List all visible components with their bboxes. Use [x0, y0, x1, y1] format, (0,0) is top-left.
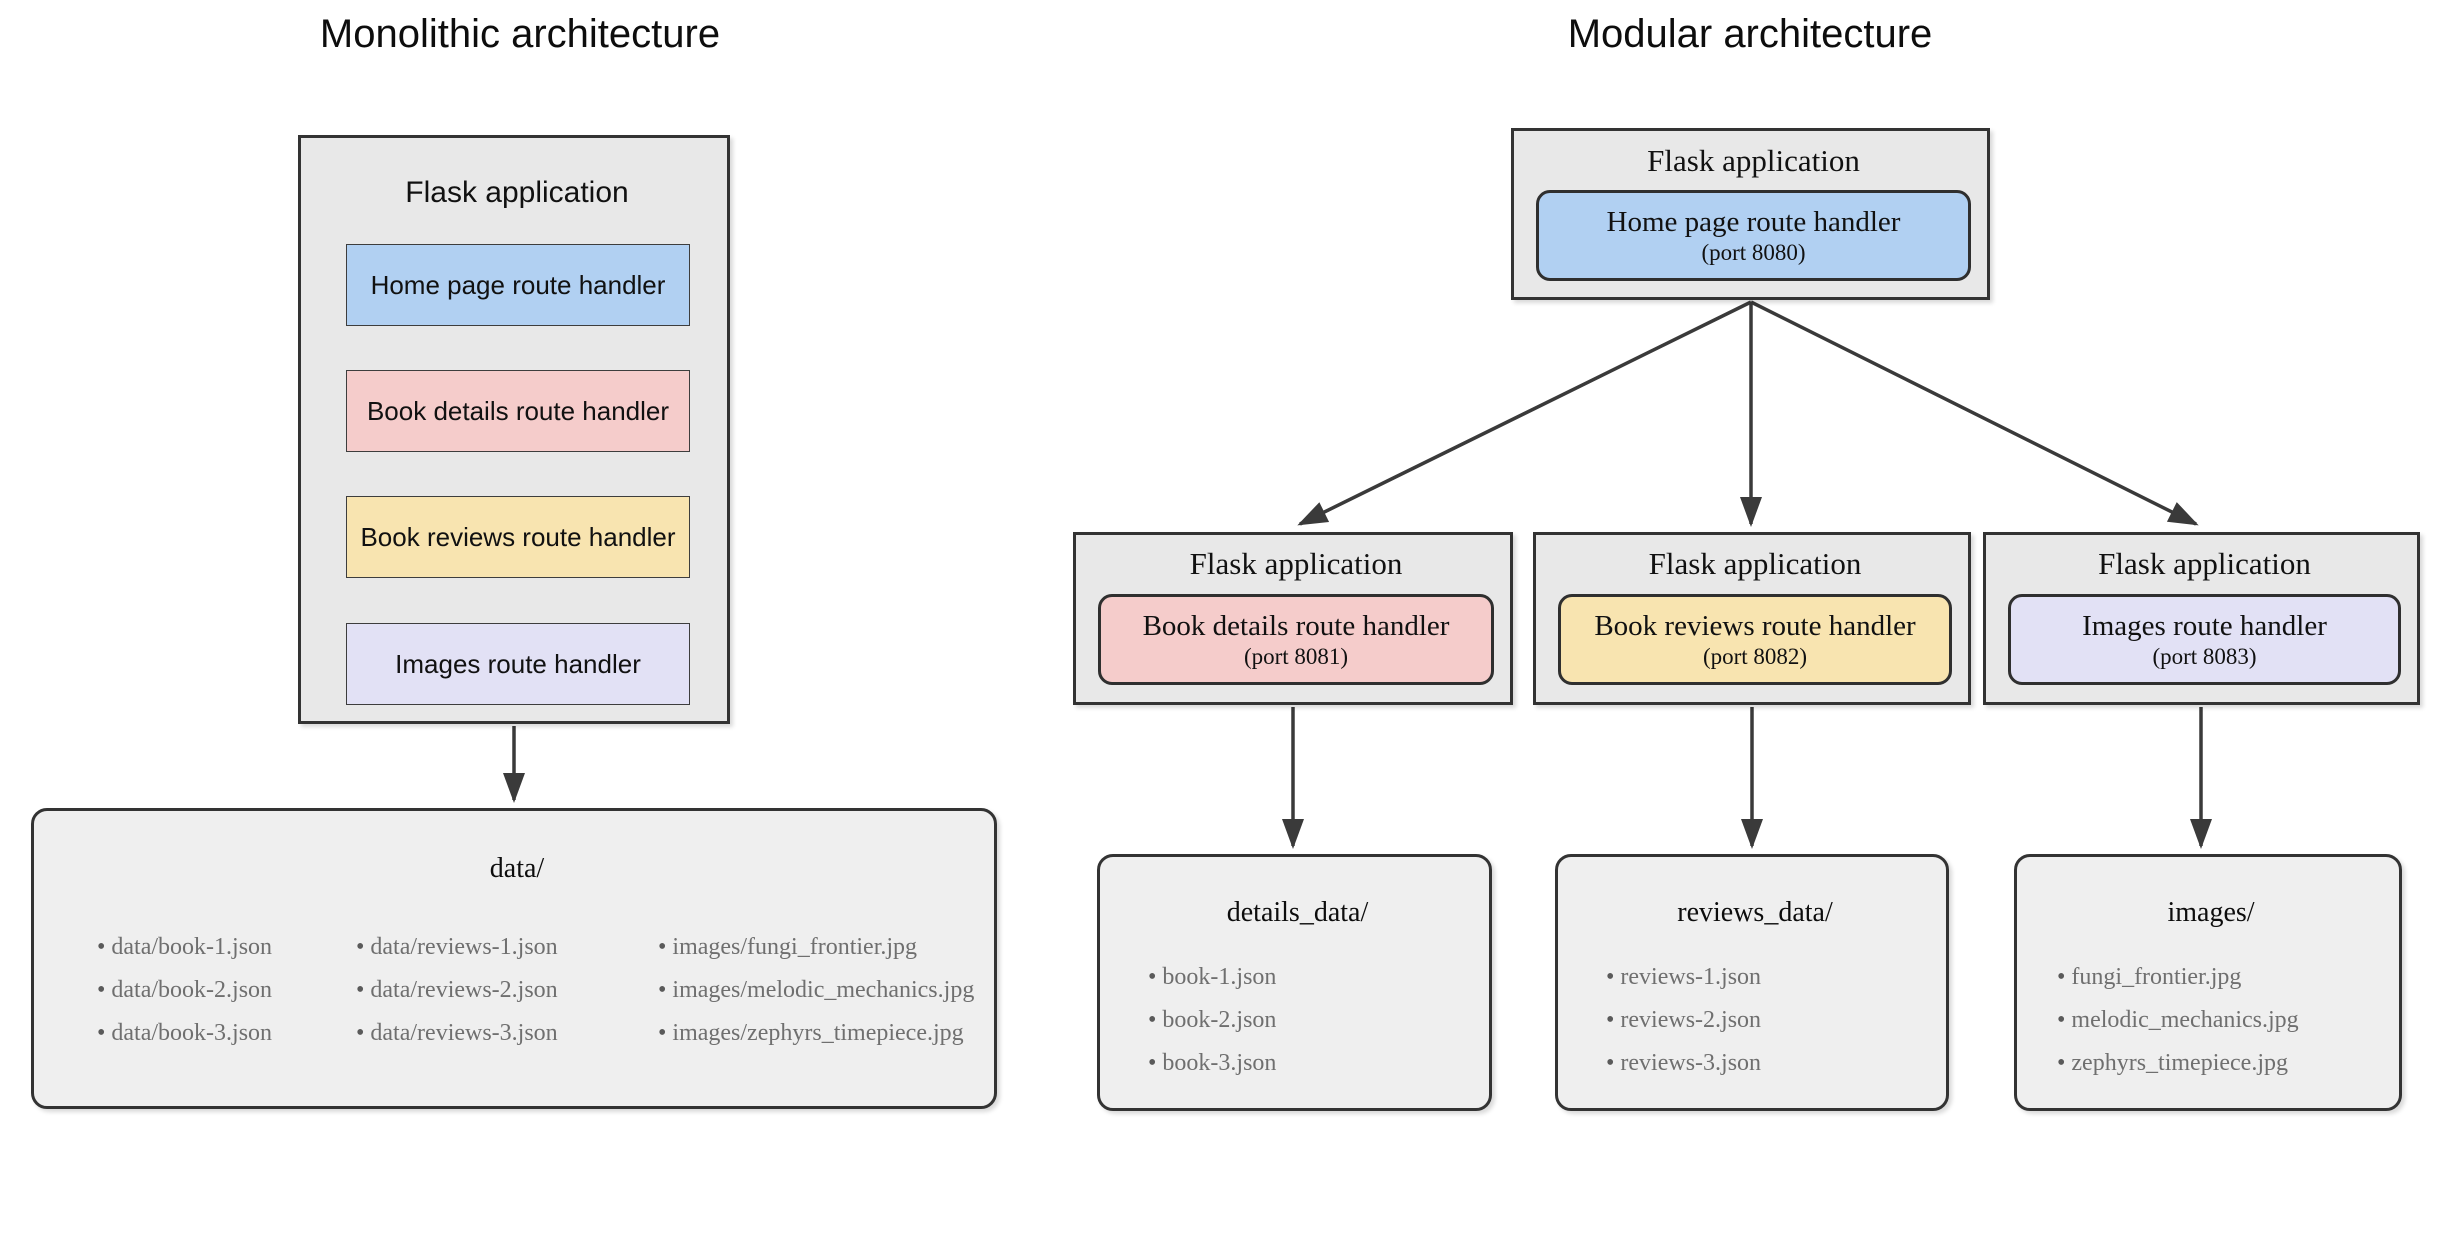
data-box-reviews-title: reviews_data/	[1677, 897, 1833, 928]
service-app-title: Flask application	[1648, 546, 1862, 581]
monolithic-section: Monolithic architecture Flask applicatio…	[0, 0, 1100, 1248]
mono-data-col-reviews: data/reviews-1.json data/reviews-2.json …	[356, 935, 557, 1045]
data-box-reviews: reviews_data/ reviews-1.json reviews-2.j…	[1555, 854, 1949, 1111]
service-app-title: Flask application	[2098, 546, 2311, 581]
root-handler-home-page: Home page route handler (port 8080)	[1536, 190, 1971, 281]
data-box-reviews-files: reviews-1.json reviews-2.json reviews-3.…	[1606, 965, 1761, 1075]
service-app-title: Flask application	[1189, 546, 1403, 581]
data-box-images: images/ fungi_frontier.jpg melodic_mecha…	[2014, 854, 2402, 1111]
service-handler-images: Images route handler (port 8083)	[2008, 594, 2401, 685]
file-item: images/melodic_mechanics.jpg	[658, 978, 974, 1002]
handler-home-page: Home page route handler	[346, 244, 690, 326]
file-item: reviews-1.json	[1606, 965, 1761, 989]
mono-data-col-images: images/fungi_frontier.jpg images/melodic…	[658, 935, 974, 1045]
file-item: data/book-1.json	[97, 935, 272, 959]
file-item: data/reviews-3.json	[356, 1021, 557, 1045]
root-flask-app-title: Flask application	[1647, 143, 1860, 178]
service-handler-label: Book details route handler	[1142, 610, 1450, 642]
mono-data-box: data/ data/book-1.json data/book-2.json …	[31, 808, 997, 1109]
mono-data-col-books: data/book-1.json data/book-2.json data/b…	[97, 935, 272, 1045]
service-box-images: Flask application Images route handler (…	[1983, 532, 2420, 705]
file-item: book-2.json	[1148, 1008, 1276, 1032]
monolithic-title: Monolithic architecture	[319, 12, 721, 56]
file-item: data/book-3.json	[97, 1021, 272, 1045]
root-handler-label: Home page route handler	[1606, 206, 1901, 238]
file-item: data/book-2.json	[97, 978, 272, 1002]
handler-book-reviews: Book reviews route handler	[346, 496, 690, 578]
data-box-details-title: details_data/	[1226, 897, 1369, 928]
file-item: book-1.json	[1148, 965, 1276, 989]
mono-data-box-title: data/	[489, 853, 545, 884]
file-item: images/fungi_frontier.jpg	[658, 935, 974, 959]
file-item: book-3.json	[1148, 1051, 1276, 1075]
file-item: data/reviews-2.json	[356, 978, 557, 1002]
data-box-details-files: book-1.json book-2.json book-3.json	[1148, 965, 1276, 1075]
service-handler-label: Book reviews route handler	[1594, 610, 1916, 642]
file-item: zephyrs_timepiece.jpg	[2057, 1051, 2299, 1075]
service-handler-book-details: Book details route handler (port 8081)	[1098, 594, 1494, 685]
file-item: reviews-3.json	[1606, 1051, 1761, 1075]
mono-flask-app-box: Flask application Home page route handle…	[298, 135, 730, 724]
mono-flask-app-title: Flask application	[405, 176, 629, 209]
file-item: images/zephyrs_timepiece.jpg	[658, 1021, 974, 1045]
data-box-images-files: fungi_frontier.jpg melodic_mechanics.jpg…	[2057, 965, 2299, 1075]
data-box-images-title: images/	[2167, 897, 2255, 928]
handler-images: Images route handler	[346, 623, 690, 705]
service-handler-port: (port 8082)	[1702, 644, 1808, 669]
modular-section: Modular architecture Flask application H…	[1050, 0, 2442, 1248]
handler-book-details: Book details route handler	[346, 370, 690, 452]
root-flask-app-box: Flask application Home page route handle…	[1511, 128, 1990, 300]
service-handler-label: Images route handler	[2082, 610, 2327, 642]
file-item: melodic_mechanics.jpg	[2057, 1008, 2298, 1032]
file-item: reviews-2.json	[1606, 1008, 1761, 1032]
file-item: fungi_frontier.jpg	[2057, 965, 2299, 989]
service-box-book-reviews: Flask application Book reviews route han…	[1533, 532, 1971, 705]
handler-book-reviews-label: Book reviews route handler	[360, 521, 676, 552]
service-handler-book-reviews: Book reviews route handler (port 8082)	[1558, 594, 1952, 685]
handler-book-details-label: Book details route handler	[366, 395, 670, 426]
service-handler-port: (port 8083)	[2152, 644, 2257, 669]
handler-home-page-label: Home page route handler	[370, 269, 666, 300]
root-handler-port: (port 8080)	[1701, 240, 1806, 265]
modular-title: Modular architecture	[1567, 12, 1933, 56]
file-item: data/reviews-1.json	[356, 935, 557, 959]
service-handler-port: (port 8081)	[1243, 644, 1349, 669]
handler-images-label: Images route handler	[395, 648, 641, 679]
service-box-book-details: Flask application Book details route han…	[1073, 532, 1513, 705]
data-box-details: details_data/ book-1.json book-2.json bo…	[1097, 854, 1492, 1111]
